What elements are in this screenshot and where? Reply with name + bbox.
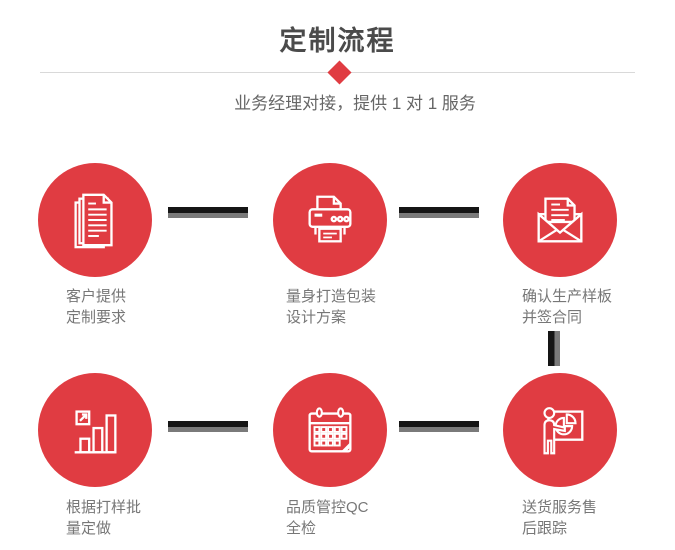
step-label-5: 品质管控QC 全检 bbox=[286, 497, 369, 539]
step-label-4: 根据打样批 量定做 bbox=[66, 497, 141, 539]
step-label-line: 客户提供 bbox=[66, 288, 127, 305]
connector-step2-step3 bbox=[399, 207, 479, 218]
step-circle-printer bbox=[273, 163, 387, 277]
envelope-icon bbox=[537, 197, 583, 243]
bar-chart-icon bbox=[74, 410, 117, 454]
connector-step1-step2 bbox=[168, 207, 248, 218]
step-label-line: 量定做 bbox=[66, 520, 112, 537]
page-title: 定制流程 bbox=[279, 26, 396, 56]
step-label-line: 根据打样批 bbox=[66, 499, 142, 516]
step-circle-envelope bbox=[503, 163, 617, 277]
step-label-line: 定制要求 bbox=[66, 309, 127, 326]
step-label-line: 送货服务售 bbox=[522, 499, 598, 516]
connector-step5-step6 bbox=[399, 421, 479, 432]
presentation-icon bbox=[543, 407, 584, 455]
step-circle-documents bbox=[38, 163, 152, 277]
step-label-line: 后跟踪 bbox=[522, 520, 568, 537]
step-label-line: 品质管控QC bbox=[286, 499, 369, 516]
step-label-line: 确认生产样板 bbox=[522, 288, 613, 305]
step-circle-calendar bbox=[273, 373, 387, 487]
step-label-6: 送货服务售 后跟踪 bbox=[522, 497, 597, 539]
connector-step3-step6 bbox=[548, 331, 560, 366]
calendar-icon bbox=[308, 407, 352, 453]
documents-icon bbox=[74, 193, 113, 249]
connector-step4-step5 bbox=[168, 421, 248, 432]
step-label-line: 设计方案 bbox=[286, 309, 347, 326]
step-label-2: 量身打造包装 设计方案 bbox=[286, 286, 376, 328]
step-label-1: 客户提供 定制要求 bbox=[66, 286, 126, 328]
subtitle: 业务经理对接，提供 1 对 1 服务 bbox=[234, 94, 476, 113]
step-label-line: 量身打造包装 bbox=[286, 288, 377, 305]
step-circle-bar-chart bbox=[38, 373, 152, 487]
step-label-3: 确认生产样板 并签合同 bbox=[522, 286, 612, 328]
diamond-marker bbox=[327, 60, 352, 85]
step-label-line: 全检 bbox=[286, 520, 317, 537]
printer-icon bbox=[308, 195, 352, 243]
step-label-line: 并签合同 bbox=[522, 309, 583, 326]
step-circle-presentation bbox=[503, 373, 617, 487]
